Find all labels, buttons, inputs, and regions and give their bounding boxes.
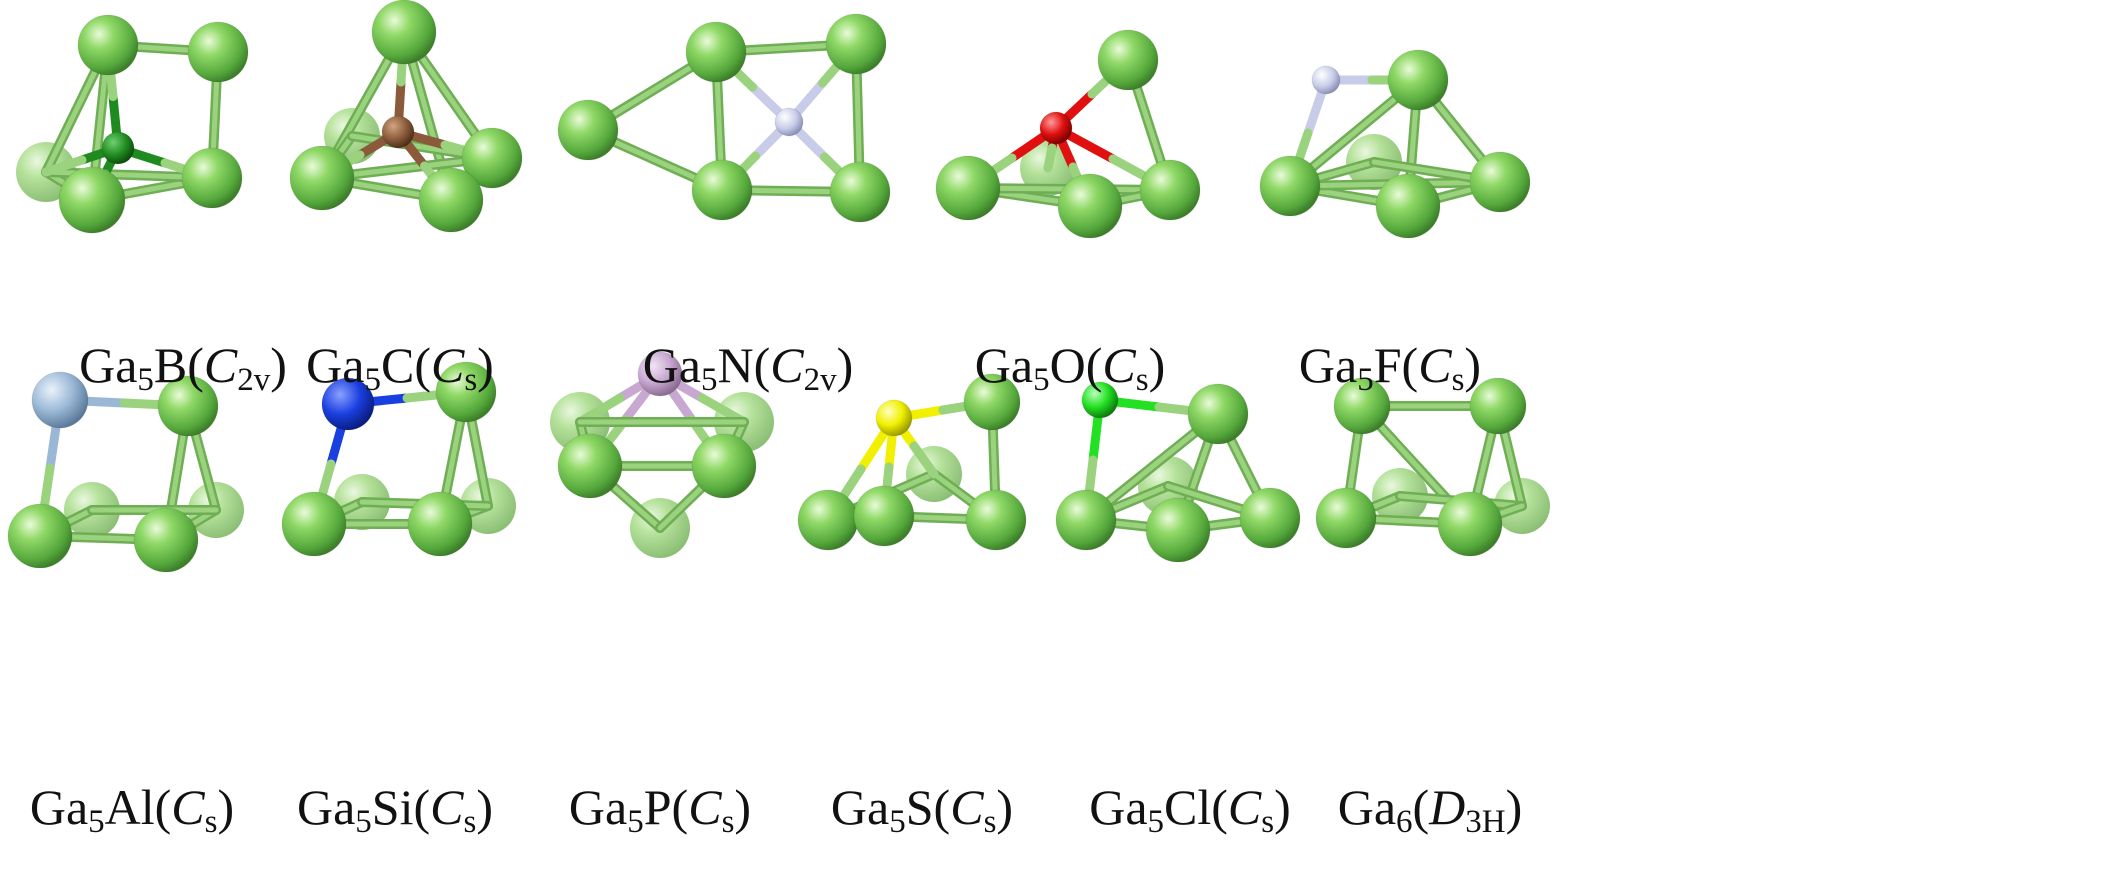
ga-atom: [1139, 159, 1201, 221]
ga-atom: [1469, 377, 1527, 435]
label-ga5c: Ga5C(Cs): [306, 337, 494, 398]
cluster-ga5o: [935, 29, 1201, 239]
s-atom: [875, 399, 913, 437]
label-ga5si: Ga5Si(Cs): [296, 779, 494, 840]
ga-atom: [691, 159, 753, 221]
label-ga5p: Ga5P(Cs): [568, 779, 752, 840]
label-ga5n: Ga5N(C2v): [642, 337, 854, 398]
label-ga5b: Ga5B(C2v): [79, 337, 287, 398]
ga-atom: [1437, 491, 1503, 557]
ga-atom: [1315, 487, 1377, 549]
bond-ga: [1043, 143, 1057, 173]
ga-atom: [407, 491, 473, 557]
label-ga5o: Ga5O(Cs): [974, 337, 1166, 398]
cluster-ga5si: [281, 361, 516, 557]
al-atom: [31, 371, 89, 429]
cluster-ga5f: [1259, 49, 1531, 239]
ga-atom: [797, 489, 859, 551]
label-ga5s: Ga5S(Cs): [830, 779, 1014, 840]
cluster-ga5b: [16, 14, 249, 234]
ga-atom: [1187, 383, 1249, 445]
label-ga5f: Ga5F(Cs): [1298, 337, 1482, 398]
ga-atom: [557, 99, 619, 161]
ga-atom: [1469, 151, 1531, 213]
label-ga5cl: Ga5Cl(Cs): [1089, 779, 1291, 840]
ga-atom: [1259, 155, 1321, 217]
ga-atom: [557, 433, 623, 499]
ga-atom: [963, 373, 1021, 431]
ga-atom: [187, 21, 249, 83]
bond-ga: [41, 155, 87, 177]
ga-atom: [685, 21, 747, 83]
ga-atom: [157, 375, 219, 437]
ga-atom: [935, 155, 1001, 221]
ga-atom: [1097, 29, 1159, 91]
cluster-ga5n: [557, 13, 891, 223]
ga-atom: [825, 13, 887, 75]
ga-atom: [1055, 489, 1117, 551]
b-atom: [101, 131, 135, 165]
ga-atom: [1387, 49, 1449, 111]
ga-atom: [281, 491, 347, 557]
ga-atom: [1333, 377, 1391, 435]
ga-atom: [7, 503, 73, 569]
cluster-ga5s: [797, 373, 1027, 551]
ga-atom: [853, 485, 915, 547]
label-ga5al: Ga5Al(Cs): [29, 779, 235, 840]
label-ga6: Ga6(D3H): [1337, 779, 1523, 840]
cluster-ga6: [1315, 377, 1550, 557]
ga-atom: [1057, 173, 1123, 239]
ga-atom: [435, 361, 497, 423]
cluster-ga5cl: [1055, 381, 1301, 563]
ga-atom: [1145, 497, 1211, 563]
ga-atom: [289, 145, 355, 211]
cluster-ga5p: [550, 351, 774, 558]
ga-atom: [181, 147, 243, 209]
ga-atom: [371, 0, 437, 65]
bond-ga: [909, 441, 939, 479]
ga-atom: [1239, 487, 1301, 549]
ga-atom: [1375, 173, 1441, 239]
si-atom: [321, 377, 375, 431]
cluster-ga5al: [7, 371, 244, 573]
ga-atom: [58, 166, 126, 234]
ga-atom: [965, 489, 1027, 551]
cluster-ga5c: [289, 0, 523, 233]
p-atom: [637, 351, 683, 397]
o-atom: [1039, 111, 1073, 145]
n-atom: [774, 107, 804, 137]
ga-atom: [77, 14, 139, 76]
ga-atom: [691, 433, 757, 499]
ga-atom: [133, 507, 199, 573]
ga-atom: [418, 167, 484, 233]
cl-atom: [1081, 381, 1119, 419]
ga-atom: [461, 127, 523, 189]
f-atom: [1311, 65, 1341, 95]
ga-atom: [829, 161, 891, 223]
c-atom: [381, 115, 415, 149]
